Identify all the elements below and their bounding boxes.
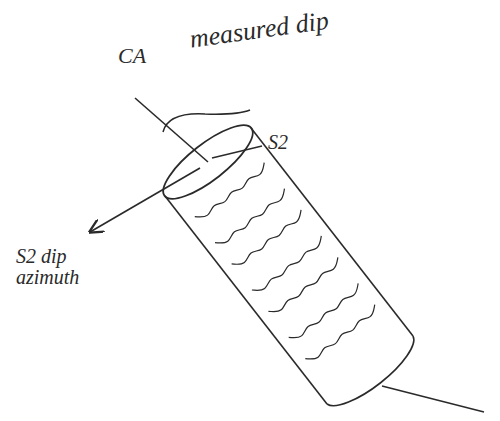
core-hatch-stroke [195,163,264,217]
core-axis [135,98,208,162]
s2-plane-ellipse [154,114,263,210]
core-side [251,128,413,336]
core-hatch-stroke [215,189,284,243]
core-side [165,196,327,404]
core-hatch-stroke [232,210,301,264]
azimuth-label: S2 dip azimuth [16,246,108,288]
dip-label: measured dip [188,7,330,53]
core-hatch-stroke [289,283,358,337]
core-hatch-stroke [268,257,337,311]
core-hatch-stroke [252,236,321,290]
azimuth-arrow [90,168,200,232]
axis-label: CA [118,44,146,67]
core-end [327,336,414,406]
core-hatching [195,163,375,359]
dip-bracket [163,110,250,132]
core-axis [382,386,484,412]
plane-label: S2 [268,132,288,153]
core-hatch-stroke [305,305,374,359]
s2-leader [212,146,262,158]
